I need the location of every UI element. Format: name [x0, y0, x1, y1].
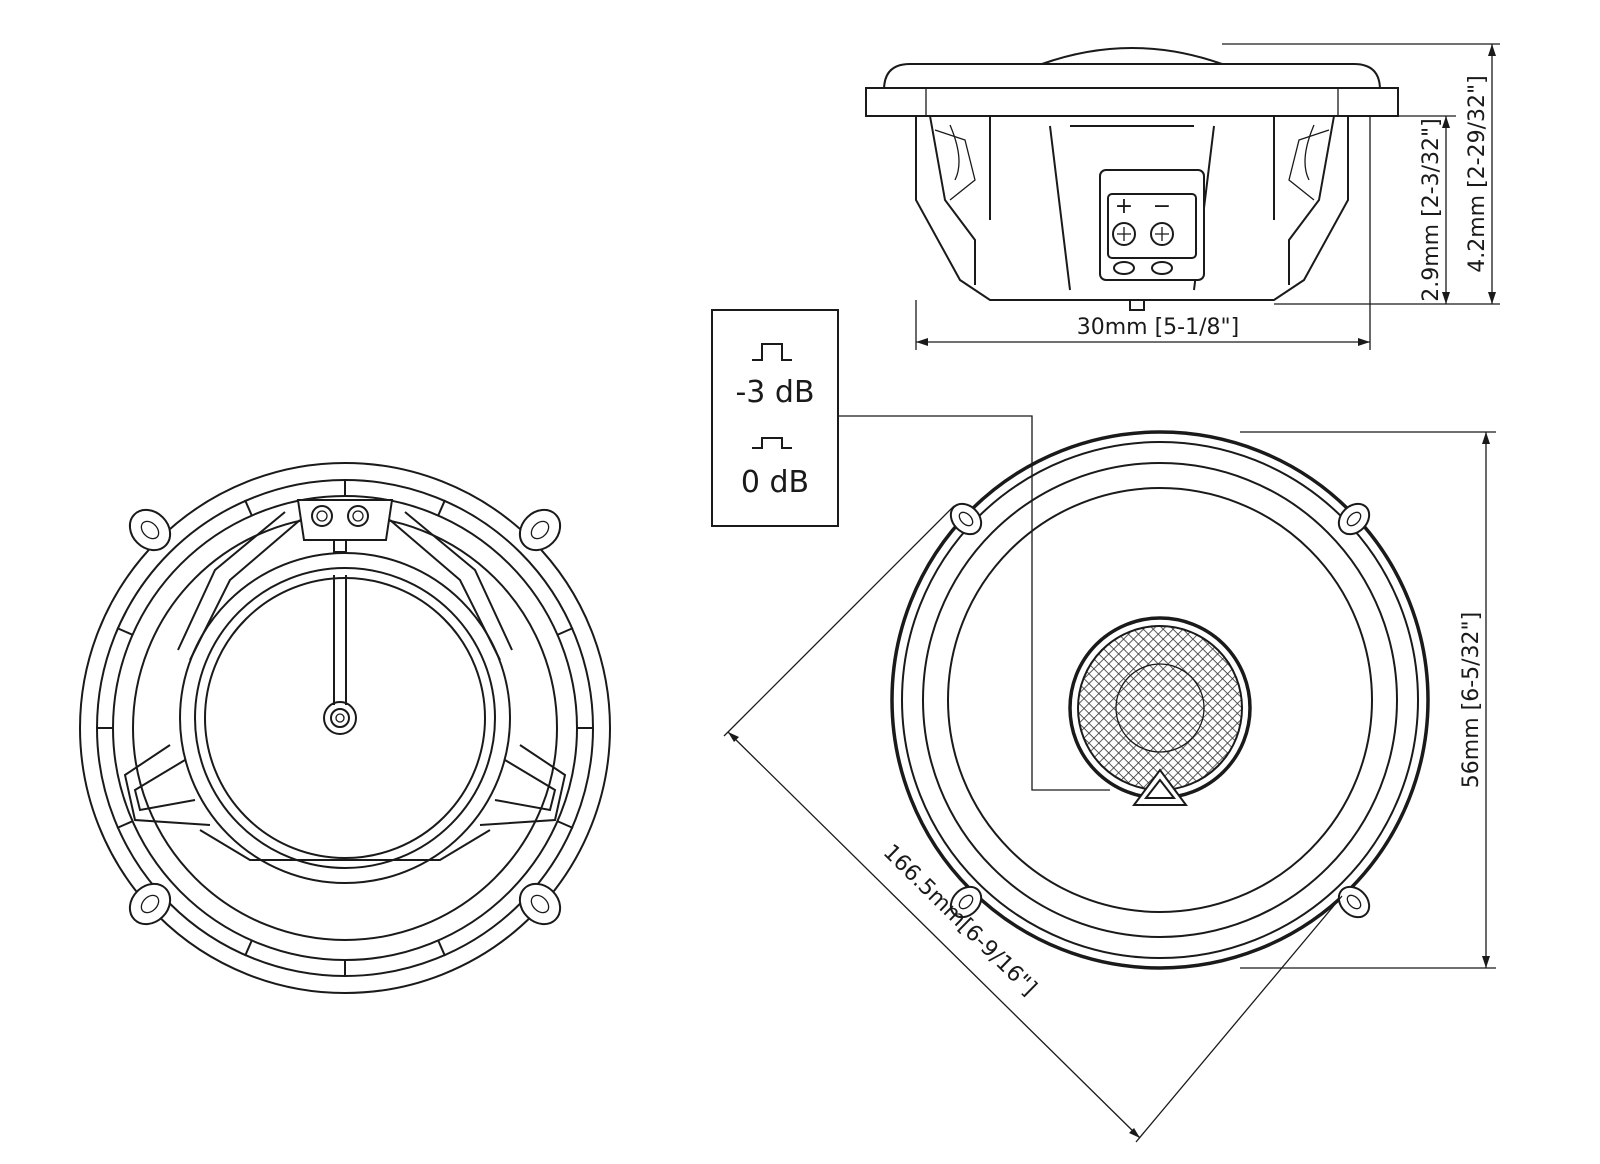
rear-wire-lead	[333, 575, 347, 705]
negative-terminal-screw	[1150, 222, 1174, 246]
switch-option-minus3db: -3 dB	[735, 375, 814, 410]
side-flange	[865, 87, 1399, 117]
inner-depth-dimension-label: 2.9mm [2-3/32"]	[1419, 118, 1444, 301]
front-view	[890, 430, 1430, 970]
callout-leader-line	[838, 415, 1110, 791]
front-tweeter-mesh	[1077, 625, 1243, 791]
front-rim-inner	[901, 441, 1419, 959]
rear-frame-ribs	[97, 480, 593, 976]
side-view: + −	[865, 47, 1399, 311]
rear-pole-cap	[323, 701, 357, 735]
front-cone-edge	[947, 487, 1373, 913]
front-outer-rim	[890, 430, 1430, 970]
level-switch-box	[711, 309, 839, 527]
rear-outer-rim	[79, 462, 611, 994]
rear-inner-rim	[96, 479, 594, 977]
side-terminal-housing	[1099, 169, 1205, 281]
rear-frame-ring	[112, 495, 578, 961]
switch-option-0db: 0 dB	[741, 465, 809, 500]
switch-high-icon	[752, 343, 792, 361]
rear-magnet-plate	[194, 567, 496, 869]
front-height-dimension-label: 56mm [6-5/32"]	[1459, 612, 1484, 788]
rear-view	[79, 462, 611, 994]
level-switch-callout: -3 dB 0 dB	[711, 309, 1110, 791]
negative-terminal-label: −	[1153, 194, 1171, 219]
rear-mounting-tabs	[128, 508, 562, 926]
rear-magnet-outer	[179, 552, 511, 884]
rear-terminal-block	[296, 499, 394, 553]
front-mounting-holes	[949, 502, 1371, 919]
side-grille-top	[883, 63, 1381, 91]
positive-terminal-label: +	[1115, 194, 1133, 219]
front-grille-edge	[922, 462, 1398, 938]
width-dimension-label: 30mm [5-1/8"]	[1077, 315, 1239, 340]
side-dimensions: 30mm [5-1/8"] 2.9mm [2-3/32"] 4.2mm [2-2…	[915, 43, 1500, 350]
side-vent	[1129, 300, 1145, 311]
side-tweeter-dome	[1041, 47, 1223, 65]
positive-terminal-screw	[1112, 222, 1136, 246]
side-basket-ribs	[934, 124, 1330, 201]
front-diagonal-dimension-line	[727, 731, 1141, 1139]
switch-low-icon	[752, 437, 792, 449]
side-basket	[915, 116, 1349, 301]
total-height-dimension-label: 4.2mm [2-29/32"]	[1465, 75, 1490, 272]
